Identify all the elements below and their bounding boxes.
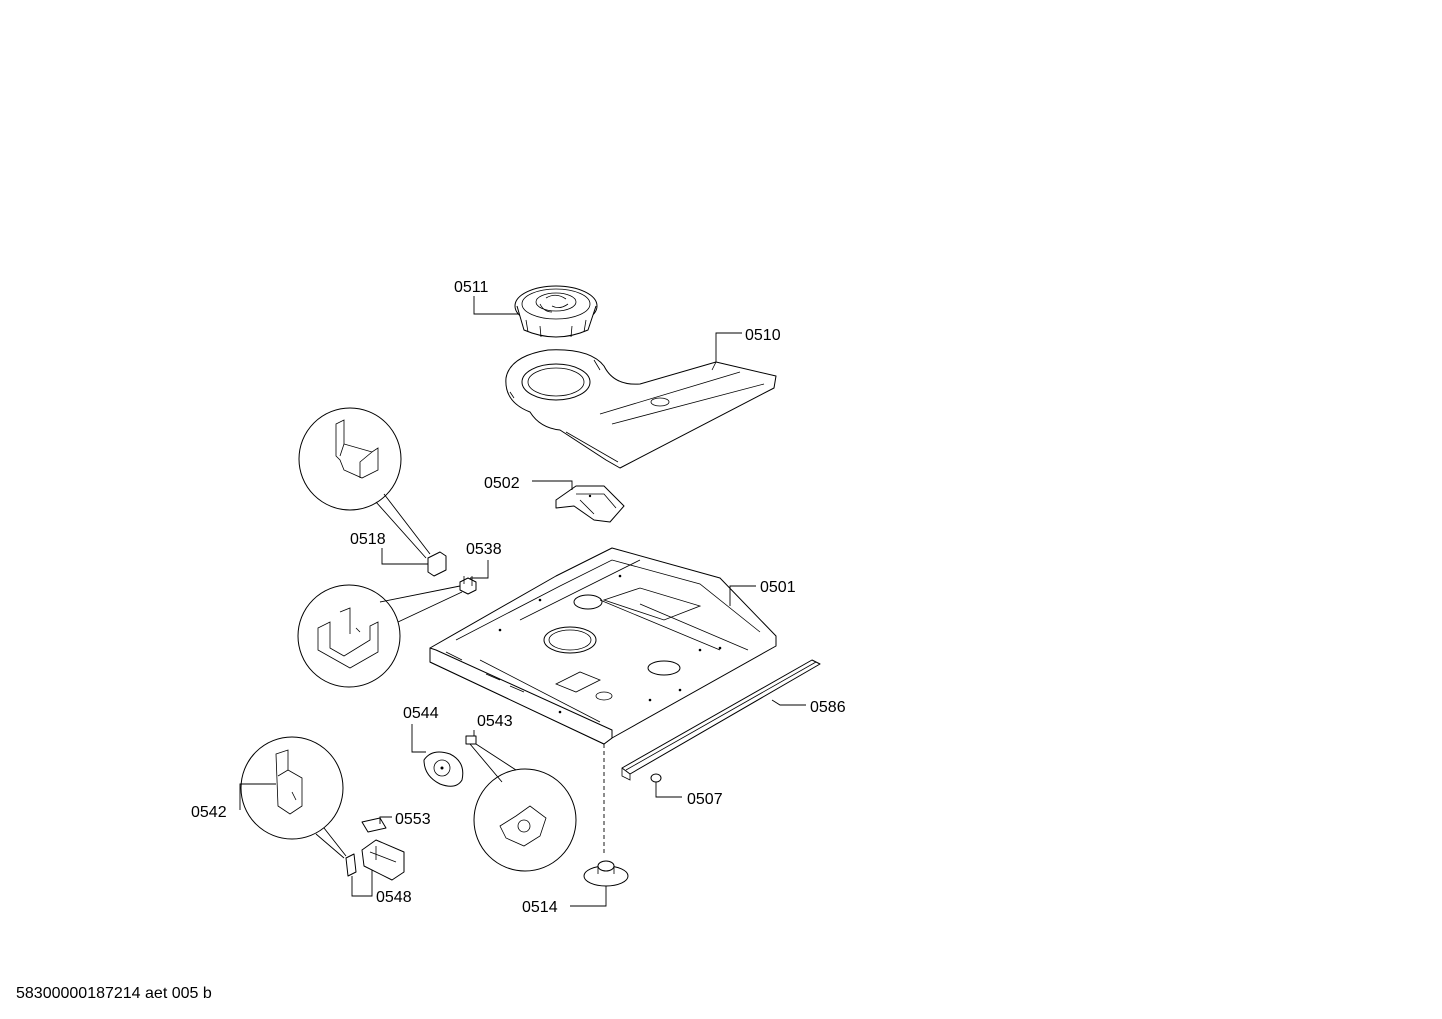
- detail-circle-0538: [297, 584, 463, 688]
- part-0501-base-plate[interactable]: [429, 547, 777, 745]
- label-0502: 0502: [484, 475, 520, 492]
- detail-circle-0543: [469, 743, 577, 872]
- label-0542: 0542: [191, 804, 227, 821]
- leader-lines: [239, 296, 806, 907]
- part-0542-microswitch[interactable]: [345, 853, 357, 877]
- label-0543: 0543: [477, 713, 513, 730]
- label-0544: 0544: [403, 705, 439, 722]
- part-0510-air-duct[interactable]: [505, 349, 777, 469]
- part-0544-motor[interactable]: [423, 751, 464, 787]
- part-0518-clip[interactable]: [427, 551, 447, 577]
- label-0553: 0553: [395, 811, 431, 828]
- label-0548: 0548: [376, 889, 412, 906]
- part-0511-fan-wheel[interactable]: [514, 285, 598, 338]
- part-0548-switch-block[interactable]: [361, 839, 405, 881]
- label-0586: 0586: [810, 699, 846, 716]
- label-0507: 0507: [687, 791, 723, 808]
- detail-circle-0518: [298, 407, 431, 559]
- label-0538: 0538: [466, 541, 502, 558]
- detail-circle-0542: [240, 736, 347, 859]
- label-0501: 0501: [760, 579, 796, 596]
- part-labels: 0511 0510 0502 0518 0538 0501 0586 0544 …: [191, 279, 846, 916]
- part-0507-plug[interactable]: [650, 773, 662, 783]
- part-0502-bracket-plate[interactable]: [555, 485, 625, 523]
- part-0543-switch[interactable]: [465, 735, 477, 745]
- part-0586-rail[interactable]: [621, 659, 821, 781]
- part-0514-foot[interactable]: [583, 860, 629, 887]
- label-0511: 0511: [454, 279, 489, 296]
- part-0538-clip[interactable]: [459, 576, 477, 595]
- part-0553-latch[interactable]: [361, 817, 387, 833]
- drawing-code: 58300000187214 aet 005 b: [16, 985, 212, 1002]
- label-0510: 0510: [745, 327, 781, 344]
- label-0518: 0518: [350, 531, 386, 548]
- label-0514: 0514: [522, 899, 558, 916]
